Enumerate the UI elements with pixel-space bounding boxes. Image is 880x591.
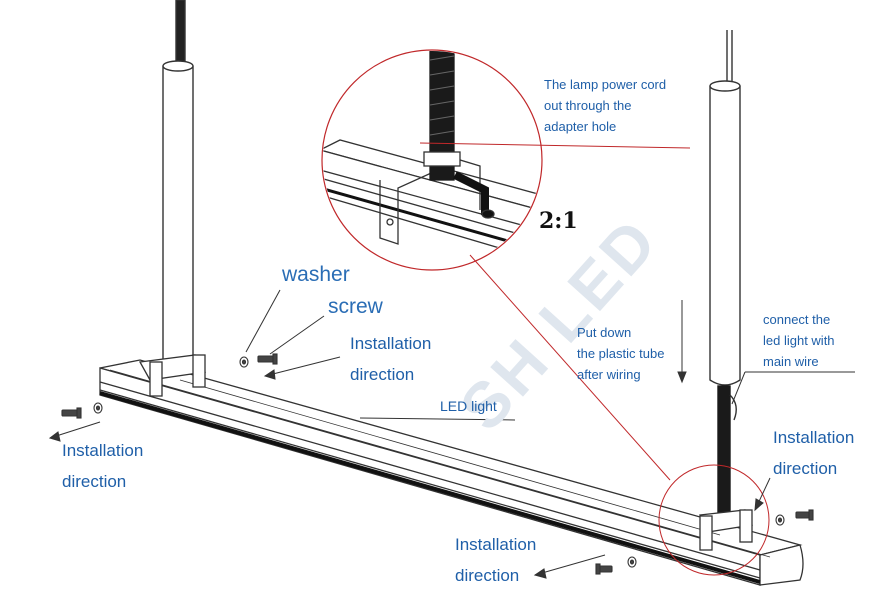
washer-icon bbox=[93, 402, 103, 414]
right-end-bracket bbox=[699, 509, 753, 551]
installation-direction-right: Installation direction bbox=[773, 428, 855, 478]
installation-direction-left: Installation direction bbox=[62, 441, 144, 491]
screw-icon bbox=[257, 353, 278, 365]
washer-icon bbox=[775, 514, 785, 526]
right-suspension-tube bbox=[709, 30, 741, 517]
washer-label: washer bbox=[282, 263, 350, 286]
leader-lines bbox=[48, 142, 855, 579]
detail-circle bbox=[321, 49, 543, 271]
connect-wire-note: connect the led light with main wire bbox=[763, 312, 835, 369]
power-cord-note: The lamp power cord out through the adap… bbox=[544, 77, 667, 134]
installation-direction-bottom: Installation direction bbox=[455, 535, 537, 585]
detail-source-circle bbox=[658, 464, 770, 576]
screw-label: screw bbox=[328, 295, 383, 318]
left-end-bracket bbox=[138, 354, 207, 397]
left-suspension-tube bbox=[162, 0, 194, 367]
installation-direction-center: Installation direction bbox=[350, 334, 432, 384]
washer-icon bbox=[627, 556, 637, 568]
detail-connector-line bbox=[469, 254, 671, 481]
scale-label: 2:1 bbox=[539, 208, 578, 234]
led-light-label: LED light bbox=[440, 398, 497, 414]
hardware bbox=[61, 353, 814, 575]
screw-icon bbox=[61, 407, 82, 419]
led-light-body bbox=[99, 359, 804, 586]
washer-icon bbox=[239, 356, 249, 368]
screw-icon bbox=[795, 509, 814, 521]
screw-icon bbox=[595, 563, 613, 575]
plastic-tube-note: Put down the plastic tube after wiring bbox=[577, 325, 665, 382]
